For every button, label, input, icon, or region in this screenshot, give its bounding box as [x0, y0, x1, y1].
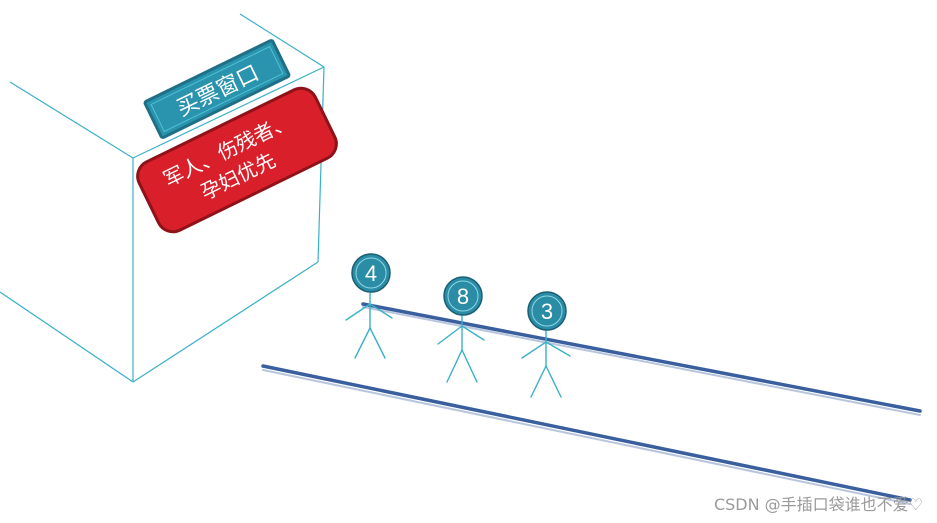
queue-rail-top [361, 302, 922, 416]
person-number: 8 [457, 284, 469, 309]
ticket-booth [0, 13, 325, 383]
person-2: 8 [437, 276, 485, 383]
queue-rail-bottom [261, 364, 912, 505]
person-number: 3 [541, 299, 553, 324]
person-1: 4 [345, 253, 393, 359]
watermark: CSDN @手插口袋谁也不爱♡ [713, 495, 923, 514]
person-number: 4 [365, 261, 377, 286]
person-3: 3 [521, 291, 571, 398]
